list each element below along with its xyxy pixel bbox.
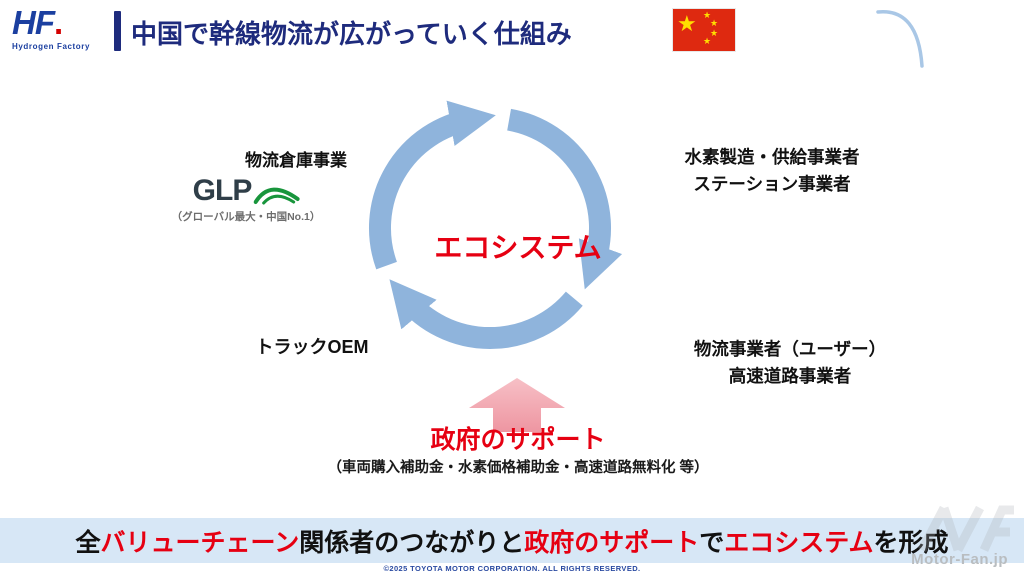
banner-segment: で <box>699 528 725 557</box>
government-support-label: 政府のサポート <box>430 426 606 454</box>
flag-star-icon: ★ <box>703 10 712 20</box>
node-truck-oem: トラックOEM <box>255 333 368 359</box>
glp-logo: GLP （グローバル最大・中国No.1） <box>172 176 321 224</box>
banner-segment: バリューチェーン <box>100 528 300 557</box>
government-support-caption: （車両購入補助金・水素価格補助金・高速道路無料化 等） <box>327 460 709 476</box>
banner-segment: を形成 <box>873 528 949 557</box>
node-logistics-operator-line2: 高速道路事業者 <box>728 366 852 387</box>
hydrogen-factory-logo: HF. Hydrogen Factory <box>12 6 108 51</box>
logo-red-dot: . <box>54 4 63 41</box>
glp-caption: （グローバル最大・中国No.1） <box>171 211 321 223</box>
china-flag-icon: ★ ★ ★ ★ ★ <box>673 9 735 51</box>
node-logistics-operator: 物流事業者（ユーザー） 高速道路事業者 <box>694 336 886 390</box>
hf-logo-icon: HF. <box>12 4 63 41</box>
banner-segment: エコシステム <box>724 528 874 557</box>
corner-swoosh-decoration <box>876 10 924 68</box>
flag-star-icon: ★ <box>677 11 697 36</box>
banner-segment: 全 <box>75 528 101 557</box>
node-warehouse: 物流倉庫事業 <box>245 146 347 171</box>
page-title: 中国で幹線物流が広がっていく仕組み <box>131 19 572 49</box>
glp-swoosh-icon <box>253 187 300 205</box>
node-truck-oem-label: トラックOEM <box>255 337 369 357</box>
node-warehouse-label: 物流倉庫事業 <box>245 151 347 170</box>
title-accent-bar <box>114 11 121 51</box>
copyright-text: ©2025 TOYOTA MOTOR CORPORATION. ALL RIGH… <box>383 564 641 573</box>
summary-banner: 全バリューチェーン関係者のつながりと政府のサポートでエコシステムを形成 <box>0 518 1024 563</box>
banner-segment: 関係者のつながりと <box>299 528 525 557</box>
flag-star-icon: ★ <box>710 28 719 38</box>
motor-fan-watermark-icon <box>918 505 1014 553</box>
node-hydrogen-supplier-line2: ステーション事業者 <box>693 174 851 195</box>
logo-subtext: Hydrogen Factory <box>12 42 91 51</box>
up-arrow-icon <box>469 378 565 432</box>
flag-star-icon: ★ <box>710 18 719 28</box>
summary-banner-text: 全バリューチェーン関係者のつながりと政府のサポートでエコシステムを形成 <box>75 523 948 559</box>
ecosystem-label: エコシステム <box>434 232 602 263</box>
flag-star-icon: ★ <box>703 36 712 46</box>
motor-fan-watermark-text: Motor-Fan.jp <box>911 551 1008 568</box>
node-logistics-operator-line1: 物流事業者（ユーザー） <box>693 339 887 359</box>
banner-segment: 政府のサポート <box>524 528 700 557</box>
glp-logo-text: GLP <box>192 174 253 207</box>
cycle-arrows-icon <box>369 100 623 350</box>
node-hydrogen-supplier-line1: 水素製造・供給事業者 <box>684 147 860 167</box>
node-hydrogen-supplier: 水素製造・供給事業者 ステーション事業者 <box>685 144 860 198</box>
